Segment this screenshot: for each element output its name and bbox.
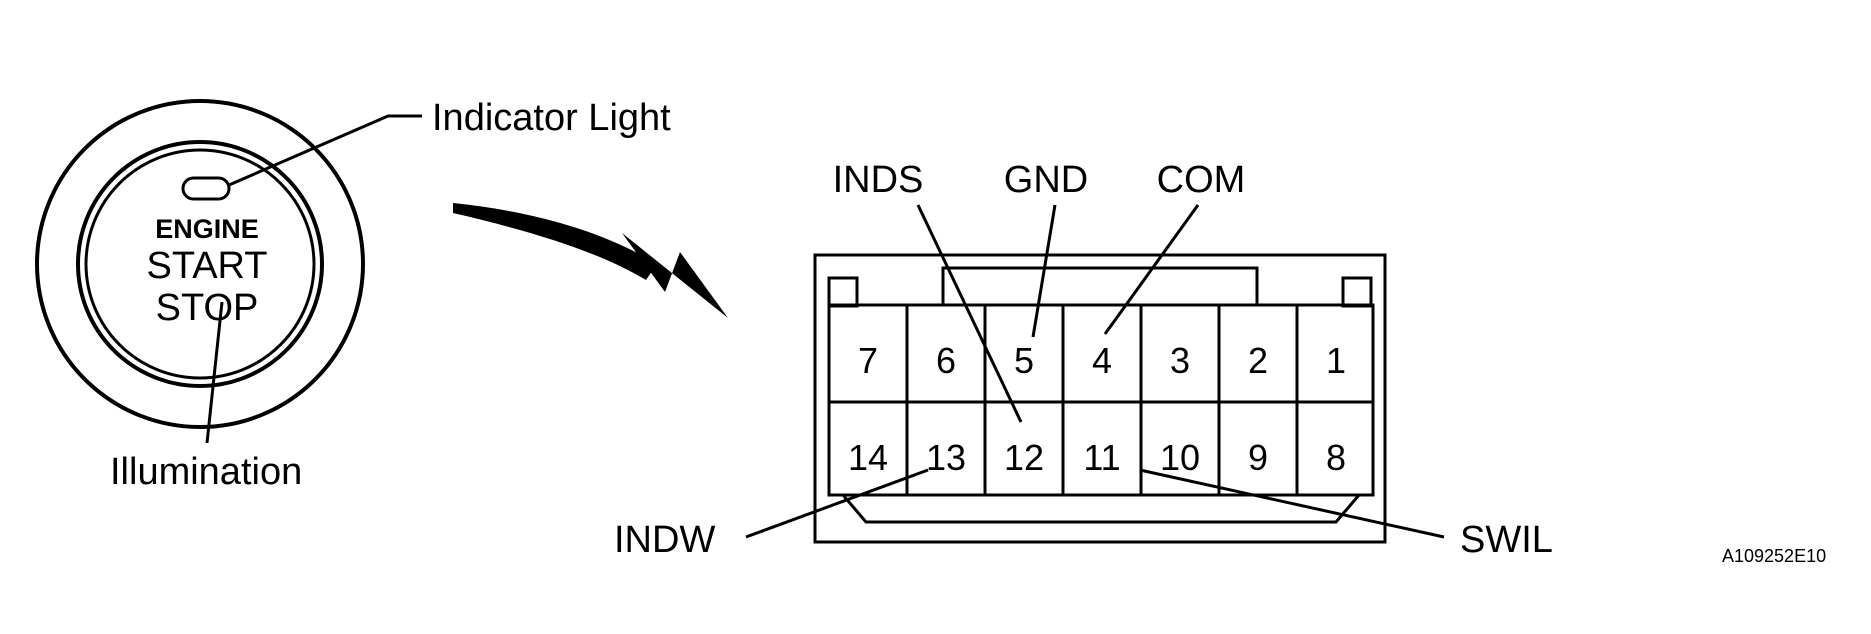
indicator-light-label: Indicator Light xyxy=(432,97,671,139)
button-text-start: START xyxy=(146,245,267,287)
indicator-leader-line xyxy=(228,114,422,187)
pin-6: 6 xyxy=(936,340,956,381)
illumination-label: Illumination xyxy=(110,451,302,493)
illumination-leader-line xyxy=(205,301,224,444)
pin-1: 1 xyxy=(1326,340,1346,381)
button-text-engine: ENGINE xyxy=(155,214,259,244)
label-inds: INDS xyxy=(833,159,924,201)
pin-2: 2 xyxy=(1248,340,1268,381)
connector: 7 6 5 4 3 2 1 14 13 12 11 10 9 8 xyxy=(813,253,1387,544)
connector-left-key xyxy=(827,276,859,308)
pin-11: 11 xyxy=(1083,437,1120,478)
leader-gnd xyxy=(1031,204,1057,338)
pin-4: 4 xyxy=(1092,340,1112,381)
label-gnd: GND xyxy=(1004,159,1088,201)
pin-3: 3 xyxy=(1170,340,1190,381)
connector-top-slot xyxy=(941,266,1259,307)
leader-swil xyxy=(1139,468,1445,539)
button-face xyxy=(84,148,316,380)
engine-start-stop-button: ENGINE START STOP xyxy=(35,99,365,429)
curved-arrow-icon xyxy=(453,203,728,318)
pin-5: 5 xyxy=(1014,340,1034,381)
label-com: COM xyxy=(1157,159,1246,201)
button-outer-ring xyxy=(35,99,365,429)
indicator-light xyxy=(181,176,231,201)
pin-12: 12 xyxy=(1004,437,1044,478)
pin-10: 10 xyxy=(1160,437,1200,478)
leader-indw xyxy=(745,468,929,539)
label-swil: SWIL xyxy=(1460,519,1553,561)
button-inner-ring xyxy=(76,140,324,388)
pin-grid xyxy=(827,303,1375,497)
pin-7: 7 xyxy=(858,340,878,381)
label-indw: INDW xyxy=(614,519,715,561)
leader-com xyxy=(1103,204,1200,335)
pin-9: 9 xyxy=(1248,437,1268,478)
pin-14: 14 xyxy=(848,437,888,478)
connector-housing xyxy=(813,253,1387,544)
pin-8: 8 xyxy=(1326,437,1346,478)
connector-right-key xyxy=(1341,276,1373,308)
pin-13: 13 xyxy=(926,437,966,478)
connector-bottom-lip xyxy=(841,494,1361,524)
leader-inds xyxy=(916,204,1023,423)
button-text-stop: STOP xyxy=(156,287,259,329)
figure-code: A109252E10 xyxy=(1722,546,1826,566)
